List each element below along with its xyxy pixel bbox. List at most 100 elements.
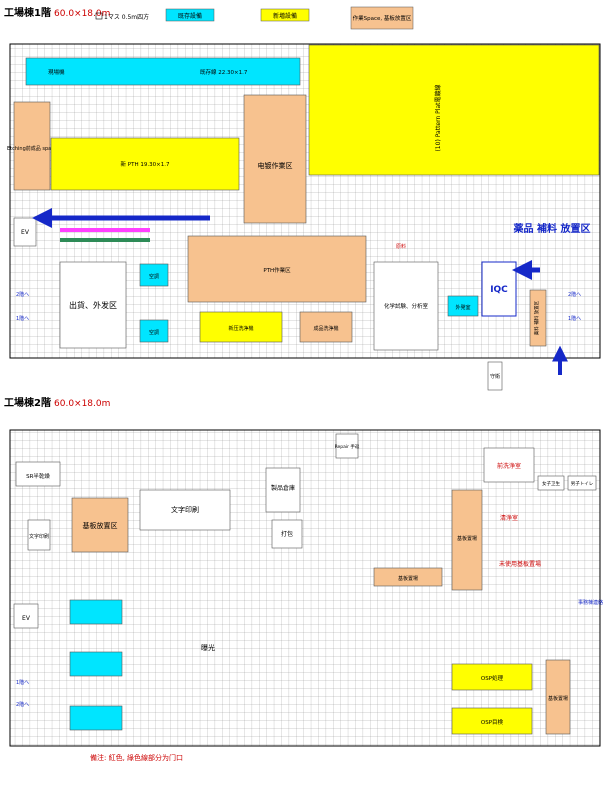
unused-board-label: 未使用基板置場: [499, 560, 541, 568]
board-store-2: [373, 567, 443, 587]
exposure-unit-2: [69, 651, 123, 677]
product-wash-label: 成品洗浄機: [313, 325, 338, 332]
male-toilet: [567, 475, 597, 491]
female-toilet-label: 女子卫生: [542, 480, 560, 487]
legend-existing-label: 既存設備: [178, 12, 202, 20]
product-wash-machine: [299, 311, 353, 343]
legend-new-label: 新増設備: [273, 12, 297, 20]
chem-lab: [373, 261, 439, 351]
board-storage-label: 基板置場: [457, 535, 477, 542]
floor2-note: 備注: 紅色, 綠色線部分为门口: [90, 753, 183, 762]
text-print-label: 文字印刷: [171, 505, 199, 514]
etching-space: [13, 101, 51, 191]
text-print-2: [27, 519, 51, 551]
grid-note: 1マス 0.5m四方: [104, 13, 149, 21]
outsourcing-label: 外発室: [455, 304, 470, 311]
sr-dry: [15, 461, 61, 487]
text-print-2-label: 文字印刷: [29, 533, 49, 540]
new-wash-label: 新压洗净機: [228, 325, 253, 332]
pattern-plating-label: (10) Pattern Plat電鍍線: [434, 84, 442, 151]
floor2-dims: 60.0×18.0m: [54, 399, 110, 409]
repair-label: Repair 手返: [335, 443, 360, 450]
outsourcing-room: [447, 295, 479, 317]
male-toilet-label: 男子トイレ: [571, 480, 594, 487]
red-note: 原料: [396, 243, 406, 250]
pattern-plating-line: [308, 44, 600, 176]
up-right-label: 2階へ: [568, 291, 581, 298]
board-store-area: [71, 497, 129, 553]
iqc-room: [481, 261, 517, 317]
text-print-area: [139, 489, 231, 531]
existing-line: [25, 57, 301, 86]
guard-booth: [487, 361, 503, 391]
osp-check-line: [451, 707, 533, 735]
side-store: [529, 289, 547, 347]
legend-work-label: 作業Space, 基板放置区: [353, 14, 412, 22]
up-left-label: 2階へ: [16, 291, 29, 298]
chem-lab-label: 化学試験、分析室: [384, 302, 429, 310]
repair-booth: [335, 433, 359, 459]
packing-label: 打包: [281, 530, 293, 538]
pth-work-area: [187, 235, 367, 303]
guard-label: 守衛: [490, 373, 500, 380]
product-store: [265, 467, 301, 513]
pth-line-label: 新 PTH 19.30×1.7: [121, 160, 170, 168]
exposure-unit-3: [69, 705, 123, 731]
chem-storage-label: 薬品 補料 放置区: [513, 222, 591, 235]
side-store-label: 薬料 補料 放置区: [533, 300, 540, 335]
down-right-label: 1階へ: [568, 315, 581, 322]
flow-arrows-floor1: [32, 208, 568, 375]
exposure-unit-1: [69, 599, 123, 625]
unit-b-label: 空調: [149, 329, 159, 336]
board-store-label: 基板放置区: [83, 521, 118, 530]
shipping-label: 出貨、外发区: [69, 300, 117, 310]
ev-floor1-label: EV: [21, 229, 30, 236]
ev-floor1: [13, 217, 37, 247]
floor2-title: 工場棟2階: [4, 396, 51, 409]
product-store-label: 製品倉庫: [271, 484, 295, 492]
floor2-grid: [9, 429, 601, 747]
unit-b: [139, 319, 169, 343]
down-left-label: 1階へ: [16, 315, 29, 322]
floor2: 工場棟2階 60.0×18.0m SR半乾燥 基板放置区 文字印刷 文字印刷 製…: [4, 396, 603, 762]
unit-a: [139, 263, 169, 287]
shipping-area: [59, 261, 127, 349]
board-place: [545, 659, 571, 735]
grid-cell-swatch: [95, 12, 103, 20]
pth-line: [50, 137, 240, 191]
plating-work-label: 电镀作業区: [258, 161, 293, 170]
unit-a-label: 空調: [149, 273, 159, 280]
iqc-label: IQC: [490, 285, 508, 295]
office-link-label: 事務棟連絡: [578, 599, 603, 606]
legend-existing-swatch: [165, 8, 215, 22]
existing-unit-label: 現場機: [48, 68, 65, 76]
osp-label: OSP処理: [481, 674, 504, 682]
packing-area: [271, 519, 303, 549]
plating-work-area: [243, 94, 307, 224]
f2-down-label: 2階へ: [16, 701, 29, 708]
existing-line-label: 既存線 22.30×1.7: [200, 68, 248, 76]
exposure-label: 曝光: [201, 643, 215, 652]
pth-work-label: PTH作業区: [263, 266, 291, 274]
wash-room: [483, 447, 535, 483]
legend-work-swatch: [350, 6, 414, 30]
osp-line: [451, 663, 533, 691]
floor1-dims: 60.0×18.0m: [54, 9, 110, 19]
sterile-room-label: 清浄室: [500, 514, 518, 522]
floor1: 工場棟1階 60.0×18.0m 1マス 0.5m四方 既存設備 新増設備 作業…: [4, 6, 601, 391]
legend-new-swatch: [260, 8, 310, 22]
board-store-2-label: 基板置場: [398, 575, 418, 582]
etching-label: Etching前成品 space: [7, 145, 57, 152]
ev-floor2-label: EV: [22, 615, 31, 622]
new-wash-machine: [199, 311, 283, 343]
sr-dry-label: SR半乾燥: [26, 472, 50, 480]
board-storage: [451, 489, 483, 591]
osp-check-label: OSP目検: [481, 718, 504, 726]
floor1-title: 工場棟1階: [4, 6, 51, 19]
f2-up-label: 1階へ: [16, 679, 29, 686]
board-place-label: 基板置場: [548, 695, 568, 702]
ev-floor2: [13, 603, 39, 629]
wash-room-label: 前洗浄室: [497, 462, 521, 470]
female-toilet: [537, 475, 565, 491]
